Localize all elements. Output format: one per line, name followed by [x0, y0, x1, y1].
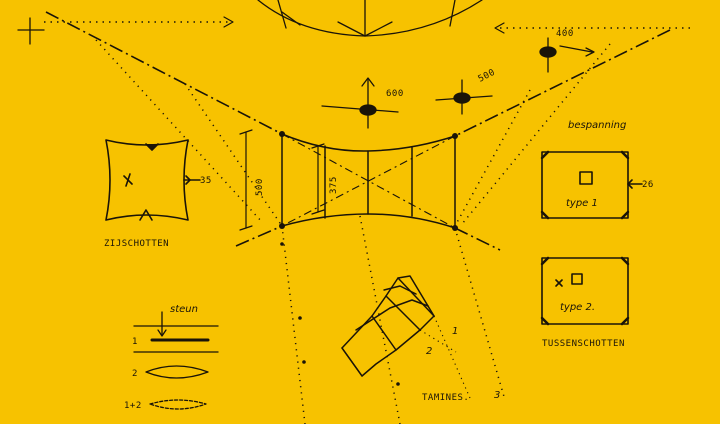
- corner-cross-mark: [17, 17, 45, 45]
- frame-diagonals: [281, 133, 456, 229]
- marker-1: 1: [452, 326, 458, 337]
- marker-3: 3: [494, 390, 500, 401]
- height-dimension-inner: [311, 143, 325, 215]
- tamines-label: TAMINES.: [422, 393, 469, 403]
- legend-row3: 1+2: [124, 401, 142, 411]
- steun-label: steun: [170, 304, 198, 315]
- type2-label: type 2.: [560, 302, 595, 313]
- mid-panel-dim: 26: [642, 180, 654, 190]
- marker-2: 2: [426, 346, 432, 357]
- side-panel-drawing: [105, 139, 201, 221]
- height-inner-label: 375: [329, 176, 339, 194]
- height-outer-label: 500: [255, 178, 265, 196]
- reference-dots: [280, 242, 400, 386]
- main-cables: [45, 11, 671, 251]
- canopy-top: [257, 0, 483, 37]
- type1-label: type 1: [566, 198, 598, 209]
- top-left-arrow: [44, 16, 234, 28]
- legend-sketch: [133, 311, 219, 410]
- mid-panel-type1: [540, 150, 643, 220]
- dotted-guides: [95, 39, 611, 424]
- tussenschotten-label: TUSSENSCHOTTEN: [542, 339, 625, 349]
- zijschotten-label: ZIJSCHOTTEN: [104, 239, 169, 249]
- mid-panel-type2: [540, 256, 630, 326]
- side-panel-dim: 35: [200, 176, 212, 186]
- legend-row2: 2: [132, 369, 138, 379]
- eye-icon-far: [539, 37, 595, 73]
- dim-500-label: 500: [477, 67, 497, 84]
- eye-icon-center: [321, 77, 399, 129]
- anchor-nodes: [279, 131, 458, 231]
- perspective-rays: [419, 315, 471, 399]
- perspective-box: [341, 275, 435, 377]
- legend-row1: 1: [132, 337, 138, 347]
- top-right-arrow: [494, 22, 690, 34]
- height-dimension-outer: [239, 129, 253, 231]
- dim-600-label: 600: [386, 89, 404, 99]
- dim-400-label: 400: [556, 29, 574, 39]
- eye-icon-right: [435, 79, 493, 115]
- bespanning-label: bespanning: [568, 120, 626, 131]
